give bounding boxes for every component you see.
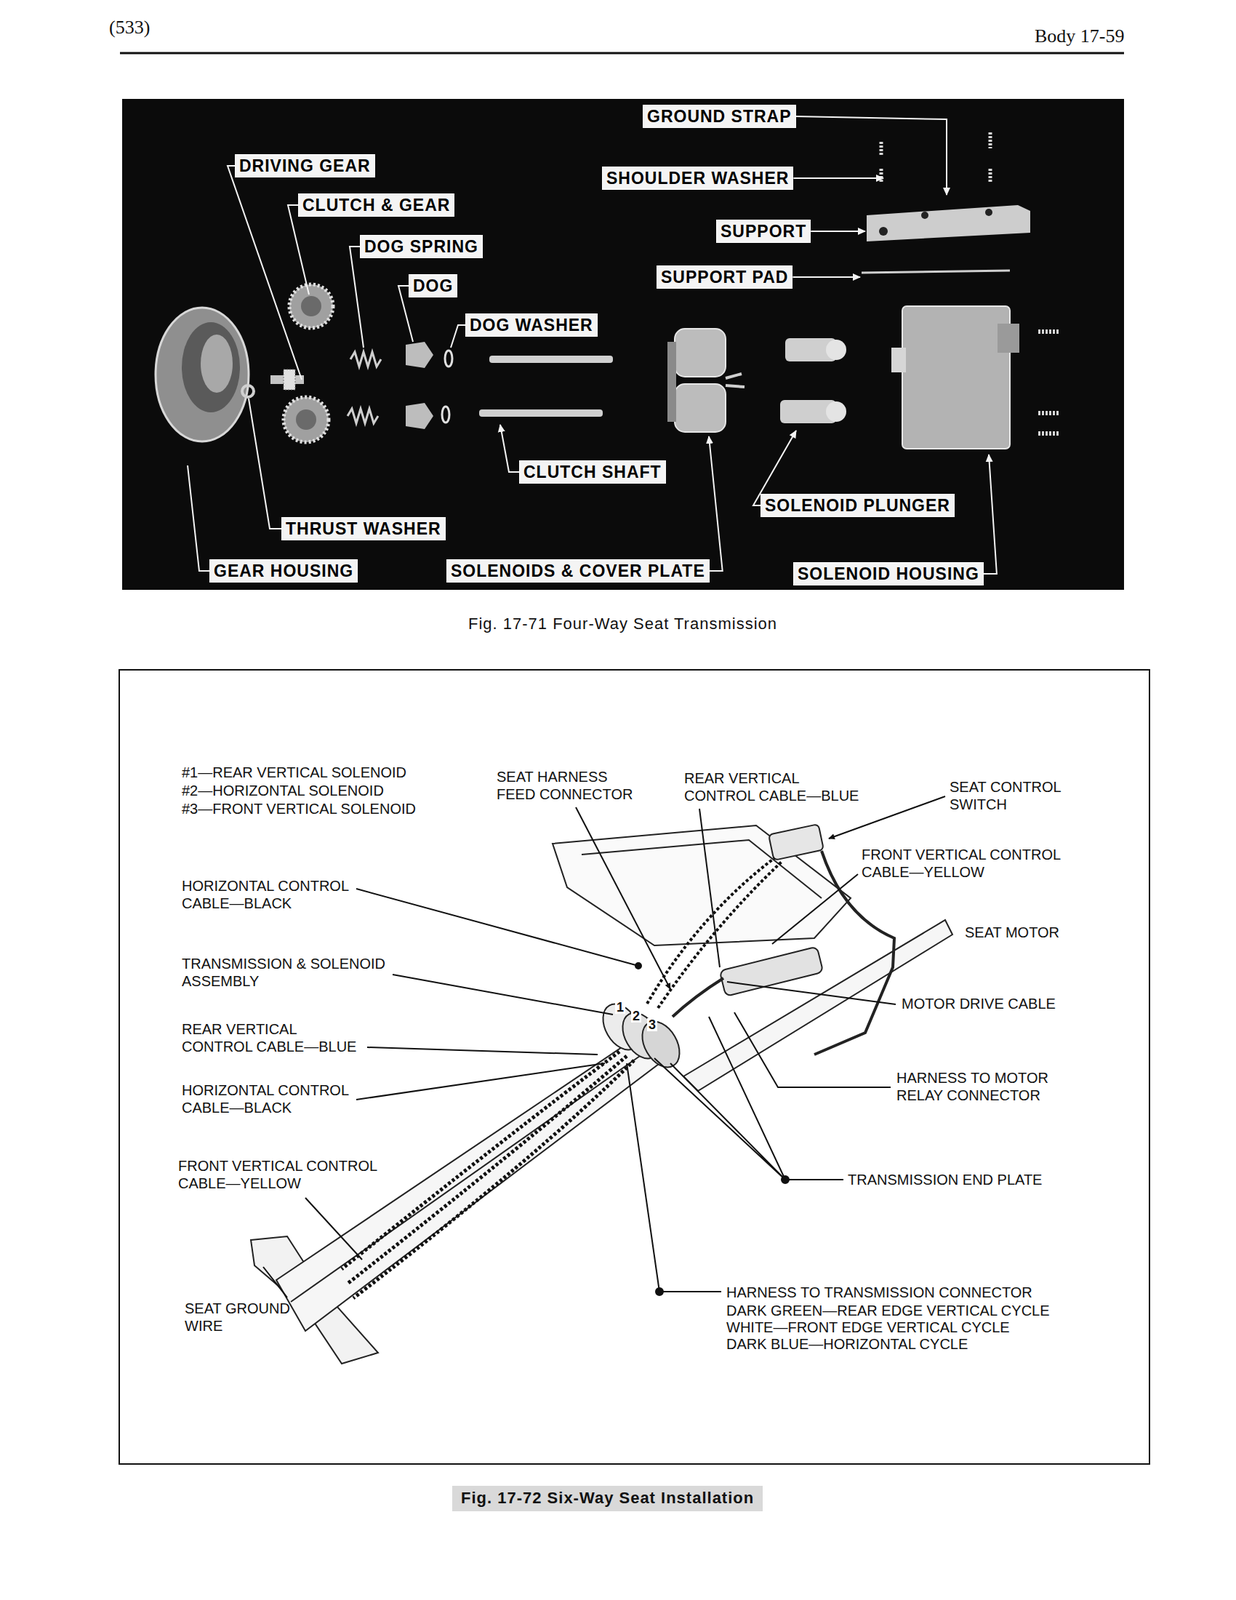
part-name: CLUTCH SHAFT (523, 462, 662, 482)
part-name: SUPPORT (720, 221, 807, 241)
part-tag: SOLENOID PLUNGER (760, 493, 955, 517)
page-header: (533) (109, 15, 150, 40)
part-name: GEAR HOUSING (213, 561, 354, 581)
part-tag: DRIVING GEAR (234, 154, 376, 178)
part-tag: SOLENOID HOUSING (793, 562, 984, 586)
part-name: DOG SPRING (364, 237, 479, 256)
leader-line (708, 436, 723, 571)
figure-frame (119, 669, 1150, 1464)
callout-label: FRONT VERTICAL CONTROL CABLE—YELLOW (178, 1156, 397, 1193)
callout-label: SEAT CONTROL SWITCH (949, 777, 1077, 814)
callout-label: FRONT VERTICAL CONTROL CABLE—YELLOW (861, 845, 1080, 882)
part-tag: SOLENOIDS & COVER PLATE (446, 559, 710, 583)
callout-label: HARNESS TO TRANSMISSION CONNECTOR (726, 1283, 1033, 1301)
callout-label: REAR VERTICAL CONTROL CABLE—BLUE (181, 1020, 370, 1056)
part-name: CLUTCH & GEAR (302, 195, 451, 215)
part-tag: THRUST WASHER (281, 516, 446, 541)
part-name: SHOULDER WASHER (606, 168, 789, 188)
callout-label: HORIZONTAL CONTROL CABLE—BLACK (181, 876, 364, 913)
figure-caption: Fig. 17-72 Six-Way Seat Installation (452, 1485, 763, 1511)
seat-installation-drawing (250, 823, 953, 1364)
part-tag: DOG WASHER (465, 313, 598, 337)
callout-number: 2 (631, 1009, 642, 1023)
leader-line (187, 465, 210, 571)
part-name: DRIVING GEAR (239, 156, 371, 176)
callout-label: DARK BLUE—HORIZONTAL CYCLE (726, 1334, 968, 1353)
part-tag: CLUTCH SHAFT (519, 460, 666, 484)
callout-label: MOTOR DRIVE CABLE (901, 994, 1056, 1013)
part-name: DOG (412, 276, 453, 296)
figure-caption: Fig. 17-71 Four-Way Seat Transmission (468, 614, 778, 634)
leader-line (248, 398, 282, 529)
part-name: DOG WASHER (469, 315, 594, 335)
callout-label: HARNESS TO MOTOR RELAY CONNECTOR (896, 1068, 1064, 1105)
callout-label: SEAT GROUND WIRE (184, 1299, 302, 1335)
part-name: SOLENOID HOUSING (797, 564, 980, 584)
part-name: SOLENOIDS & COVER PLATE (450, 561, 706, 581)
part-tag: SUPPORT PAD (656, 265, 793, 289)
leader-lines (263, 796, 946, 1298)
callout-label: SEAT HARNESS FEED CONNECTOR (496, 767, 650, 804)
part-tag: CLUTCH & GEAR (298, 193, 455, 217)
part-tag: SHOULDER WASHER (602, 166, 794, 190)
leader-line (227, 165, 302, 380)
part-tag: DOG (408, 274, 458, 298)
leader-line (349, 246, 364, 348)
leader-line (792, 276, 861, 278)
transmission-parts (155, 132, 1061, 449)
part-name: SOLENOID PLUNGER (764, 495, 951, 515)
leader-line (793, 177, 884, 179)
part-name: GROUND STRAP (647, 106, 792, 126)
leader-line (450, 324, 466, 348)
callout-label: #1—REAR VERTICAL SOLENOID (181, 763, 407, 781)
callout-label: #2—HORIZONTAL SOLENOID (181, 781, 384, 800)
part-tag: SUPPORT (716, 219, 811, 243)
photo-ground (122, 98, 1125, 590)
callout-label: SEAT MOTOR (964, 923, 1060, 941)
leader-line (796, 116, 947, 195)
callout-number: 1 (615, 1000, 626, 1014)
callout-number: 3 (647, 1017, 658, 1031)
part-tag: GROUND STRAP (642, 104, 797, 128)
header-rule (119, 52, 1125, 55)
callout-label: DARK GREEN—REAR EDGE VERTICAL CYCLE (726, 1301, 1050, 1319)
part-name: THRUST WASHER (285, 519, 442, 539)
part-name: SUPPORT PAD (660, 267, 789, 287)
part-tag: DOG SPRING (359, 234, 483, 259)
leader-line (983, 454, 997, 574)
callout-label: REAR VERTICAL CONTROL CABLE—BLUE (684, 769, 872, 805)
leader-line (287, 205, 309, 295)
callout-label: WHITE—FRONT EDGE VERTICAL CYCLE (726, 1318, 1010, 1336)
page-header: Body 17-59 (1034, 24, 1125, 48)
callout-label: TRANSMISSION & SOLENOID ASSEMBLY (181, 954, 400, 991)
leader-line (810, 230, 866, 232)
callout-label: HORIZONTAL CONTROL CABLE—BLACK (181, 1081, 364, 1117)
callout-label: #3—FRONT VERTICAL SOLENOID (181, 799, 416, 818)
leader-line (500, 424, 520, 472)
callout-label: TRANSMISSION END PLATE (847, 1170, 1042, 1189)
part-tag: GEAR HOUSING (209, 559, 358, 583)
